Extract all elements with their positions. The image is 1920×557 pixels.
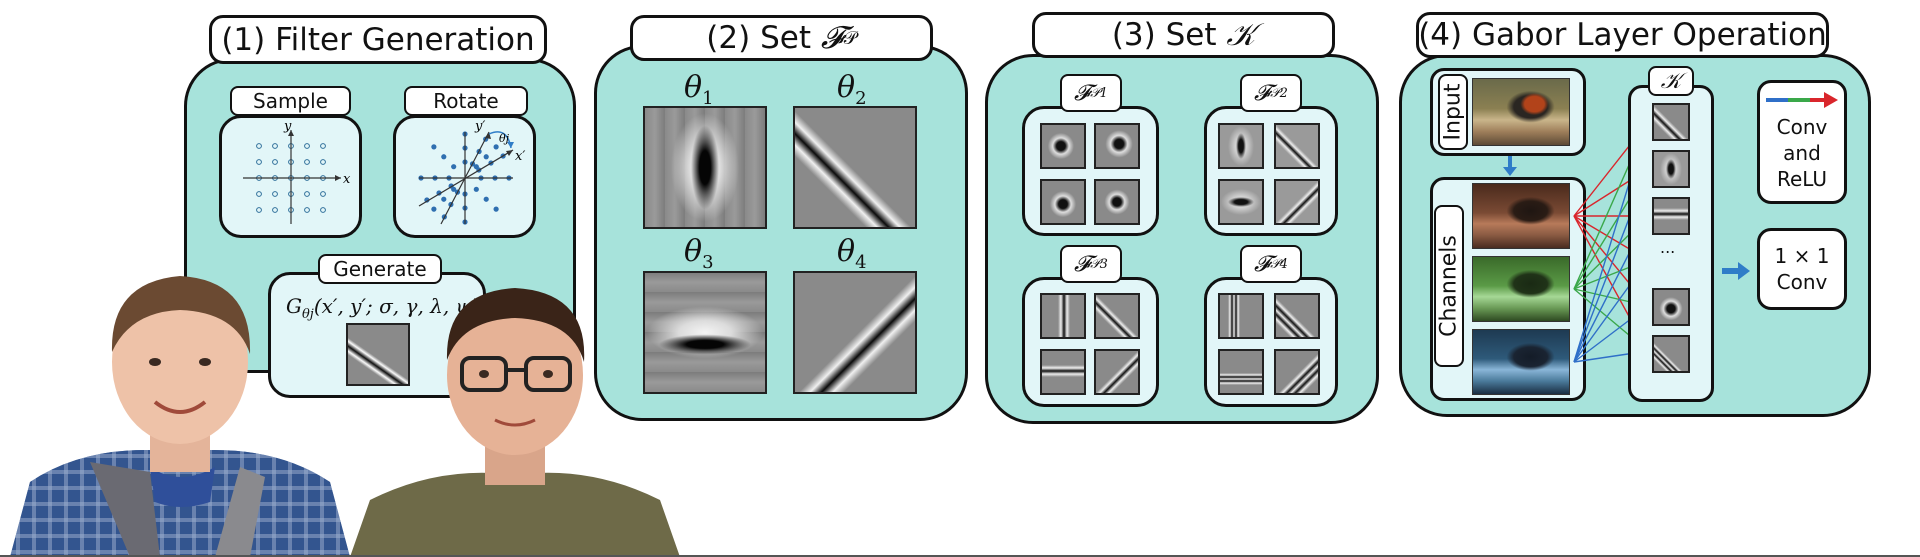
gabor-formula: Gθj(x′, y′; σ, γ, λ, ψ) [286,294,480,322]
generated-filter-image [346,323,410,386]
k-filter [1218,179,1264,225]
rotated-point [441,154,447,160]
kernel-to-1x1-arrow [1722,262,1750,280]
sample-point [320,207,326,213]
panel-title-gabor-layer-operation: (4) Gabor Layer Operation [1416,12,1829,58]
k-filter [1094,349,1140,395]
sample-point [304,191,310,197]
theta-3-label: θ3 [684,234,714,273]
author-photo-right [350,288,680,557]
sample-y-axis-label: y [283,120,292,134]
sample-point [304,143,310,149]
rotated-point [431,144,437,150]
gabor-filter-theta-1 [643,106,767,229]
k-filter [1094,293,1140,339]
sample-point [320,159,326,165]
conv-1x1-box: 1 × 1 Conv [1757,228,1847,310]
sample-point [256,207,262,213]
input-label: Input [1438,74,1468,150]
k-filter [1040,349,1086,395]
gabor-filter-theta-2 [793,106,917,229]
input-to-channels-arrow [1503,156,1517,176]
channel-blue-image [1472,329,1570,395]
bottom-divider [0,555,1920,557]
k-column-filter [1652,335,1690,373]
k-filter [1218,349,1264,395]
sample-point [272,207,278,213]
k-filter [1274,123,1320,169]
k-kernel-label: 𝒦 [1648,66,1694,96]
panel-title-filter-generation: (1) Filter Generation [209,15,547,64]
sample-point [256,143,262,149]
rotated-point [424,197,430,203]
gabor-filter-theta-4 [793,271,917,394]
k-filter [1040,293,1086,339]
sample-point [256,159,262,165]
k-column-filter [1652,288,1690,326]
conv-relu-box: Conv and ReLU [1757,80,1847,204]
k-filter [1274,349,1320,395]
k-filter [1274,293,1320,339]
k-filter [1218,123,1264,169]
sample-x-axis-label: x [343,172,351,187]
sample-label: Sample [230,86,351,116]
rotated-point [483,196,489,202]
generate-label: Generate [318,254,442,284]
conv-relu-colored-arrow [1766,92,1838,108]
rotate-label: Rotate [404,86,528,116]
sample-point [256,191,262,197]
rotate-y-prime-label: y′ [474,120,485,134]
theta-2-label: θ2 [837,70,867,109]
rotated-point [493,144,499,150]
author-photo-left [10,276,350,557]
panel-title-set-k: (3) Set 𝒦 [1032,12,1335,58]
channel-green-image [1472,256,1570,322]
k-column-filter [1652,150,1690,188]
k-column-ellipsis: ... [1660,238,1676,257]
rotated-point [451,164,457,170]
gabor-filter-theta-3 [643,271,767,394]
sample-point [320,191,326,197]
sample-point [304,207,310,213]
rotate-theta-label: θj [499,132,510,145]
sample-point [272,143,278,149]
channels-label: Channels [1434,205,1464,367]
sample-point [320,143,326,149]
rotated-point [483,154,489,160]
sample-point [272,159,278,165]
k-filter [1040,179,1086,225]
rotated-point [473,186,479,192]
k-filter [1040,123,1086,169]
sample-grid-diagram: x y [243,120,351,224]
k-filter [1094,179,1140,225]
sample-point [272,191,278,197]
k-filter [1274,179,1320,225]
rotated-point [431,206,437,212]
sample-point [304,159,310,165]
rotated-point [441,196,447,202]
k-filter [1218,293,1264,339]
theta-4-label: θ4 [837,234,867,273]
input-bird-image [1472,78,1570,146]
rotate-x-prime-label: x′ [515,149,525,164]
k-column-filter [1652,197,1690,235]
k-filter [1094,123,1140,169]
k-column-filter [1652,103,1690,141]
channel-red-image [1472,183,1570,249]
rotated-point [493,206,499,212]
theta-1-label: θ1 [684,70,714,109]
rotate-grid-diagram: x′ y′ θj [418,120,525,225]
